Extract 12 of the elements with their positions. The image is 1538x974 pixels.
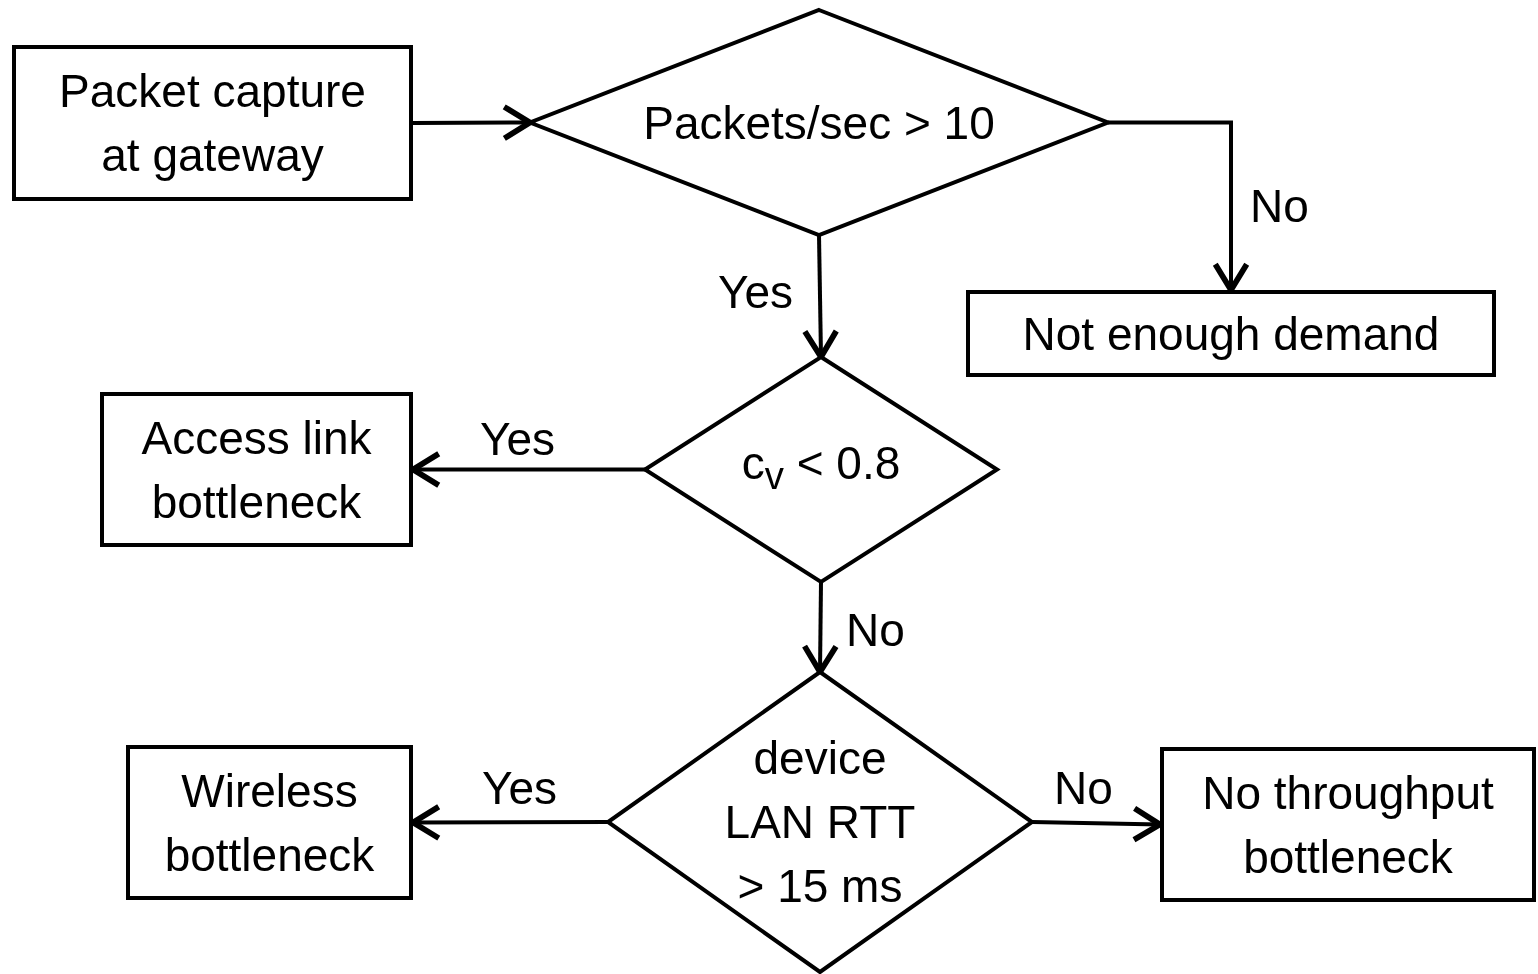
arrow xyxy=(801,581,839,675)
decision-label: c$_{v}$ < 0.8 xyxy=(741,435,901,500)
arrow xyxy=(413,104,533,142)
process-box: Access link bottleneck xyxy=(100,392,413,547)
process-box: Packet capture at gateway xyxy=(12,45,413,201)
process-box: Wireless bottleneck xyxy=(126,745,413,900)
arrow xyxy=(802,234,840,360)
decision-label: Packets/sec > 10 xyxy=(643,95,995,151)
arrow xyxy=(1108,120,1250,293)
process-box: Not enough demand xyxy=(966,290,1496,377)
decision-label: device LAN RTT > 15 ms xyxy=(723,731,917,914)
process-box: No throughput bottleneck xyxy=(1160,747,1536,902)
